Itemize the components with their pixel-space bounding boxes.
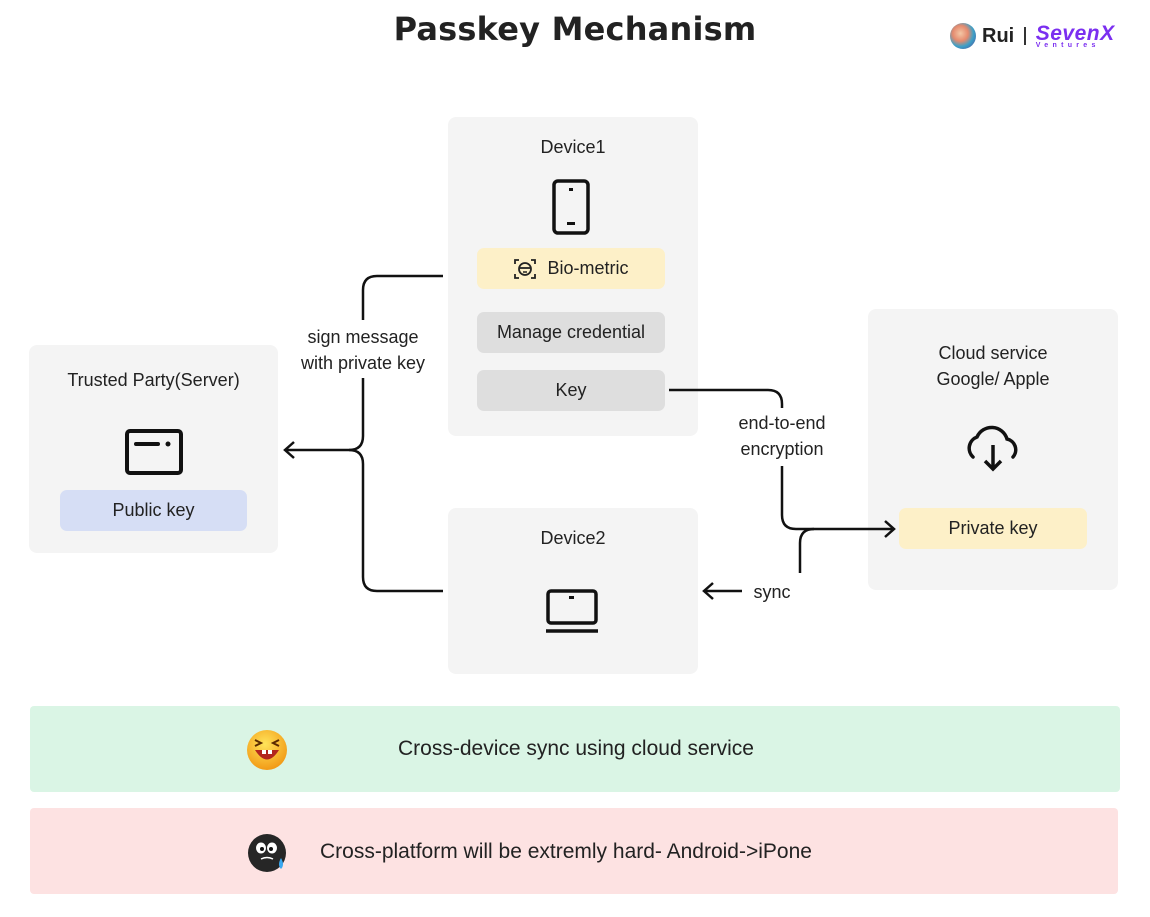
laptop-icon	[546, 589, 598, 633]
key-step: Key	[477, 370, 665, 411]
public-key-chip: Public key	[60, 490, 247, 531]
biometric-step: Bio-metric	[477, 248, 665, 289]
private-key-chip: Private key	[899, 508, 1087, 549]
sync-connector	[798, 527, 815, 573]
sync-arrowhead	[702, 582, 714, 600]
cloud-title-line2: Google/ Apple	[936, 369, 1050, 389]
sign-connector-mid-top	[348, 378, 365, 452]
brand-header: Rui SevenX Ventures	[950, 22, 1115, 50]
e2e-label-line1: end-to-end	[738, 413, 826, 433]
sign-message-label: sign message with private key	[283, 324, 443, 376]
company-subname: Ventures	[1035, 42, 1100, 49]
trusted-party-title: Trusted Party(Server)	[67, 370, 240, 390]
smartphone-icon	[552, 179, 590, 235]
crying-face-icon	[248, 834, 286, 872]
device2-panel: Device2	[448, 508, 698, 674]
laughing-face-icon	[247, 730, 287, 770]
sign-arrowhead	[283, 441, 295, 459]
brand-divider	[1024, 27, 1026, 45]
sign-connector-top	[361, 274, 443, 320]
sign-label-line1: sign message	[307, 327, 419, 347]
sync-label: sync	[753, 582, 791, 602]
company-name: SevenX	[1035, 22, 1115, 45]
sign-label-line2: with private key	[300, 353, 426, 373]
author-avatar	[950, 23, 976, 49]
e2e-encryption-label: end-to-end encryption	[712, 410, 852, 462]
con-banner: Cross-platform will be extremly hard- An…	[30, 808, 1118, 894]
pro-banner: Cross-device sync using cloud service	[30, 706, 1120, 792]
cloud-title-line1: Cloud service	[938, 343, 1048, 363]
company-logo: SevenX Ventures	[1036, 23, 1115, 49]
trusted-party-panel: Trusted Party(Server) Public key	[29, 345, 278, 553]
e2e-label-line2: encryption	[740, 439, 824, 459]
sign-connector-bottom	[348, 448, 443, 593]
cloud-download-icon	[967, 425, 1018, 472]
page-title: Passkey Mechanism	[393, 10, 757, 48]
cloud-service-panel: Cloud service Google/ Apple Private key	[868, 309, 1118, 590]
pro-banner-text: Cross-device sync using cloud service	[398, 737, 754, 760]
author-name: Rui	[982, 24, 1015, 47]
con-banner-text: Cross-platform will be extremly hard- An…	[320, 840, 812, 863]
manage-credential-step: Manage credential	[477, 312, 665, 353]
browser-window-icon	[125, 429, 183, 475]
device2-title: Device2	[540, 528, 606, 548]
device1-title: Device1	[540, 137, 606, 157]
biometric-label: Bio-metric	[547, 258, 629, 278]
device1-panel: Device1 Bio-metric Manage credential Key	[448, 117, 698, 436]
face-scan-icon	[514, 258, 537, 279]
